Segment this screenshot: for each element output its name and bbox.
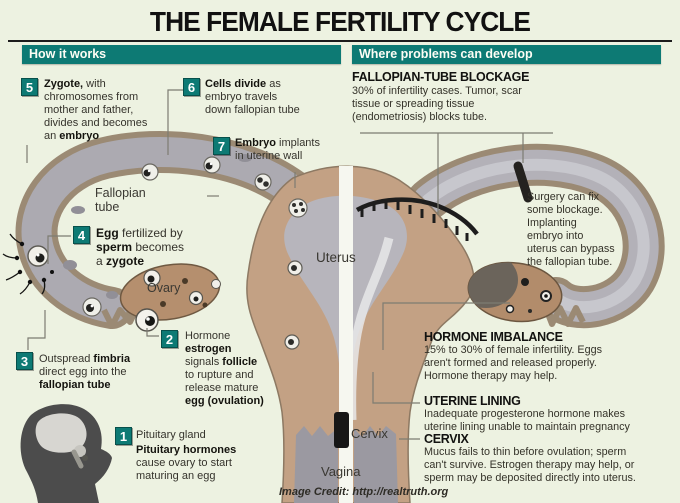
body-cervix: Mucus fails to thin before ovulation; sp… [424, 446, 636, 484]
right-ovary [464, 256, 563, 323]
label-ovary: Ovary [147, 281, 181, 295]
heading-uterine-lining: UTERINE LINING [424, 394, 521, 408]
section-header-where-problems-develop: Where problems can develop [352, 45, 661, 64]
vagina-channel [294, 426, 398, 503]
section-header-how-it-works: How it works [22, 45, 341, 64]
left-ovary [119, 263, 221, 332]
surgery-note: Surgery can fix some blockage. Implantin… [527, 191, 615, 268]
anatomy-illustration [2, 89, 665, 503]
page-title: THE FEMALE FERTILITY CYCLE [149, 6, 531, 37]
heading-hormone-imbalance: HORMONE IMBALANCE [424, 330, 563, 344]
step-1-text: Pituitary hormones cause ovary to start … [136, 444, 237, 482]
step-badge-5: 5 [21, 78, 38, 96]
step-1-label: Pituitary gland [136, 429, 206, 441]
step-badge-2: 2 [161, 330, 178, 348]
cervix-marker [334, 412, 349, 448]
step-4-text: Egg fertilized by sperm becomes a zygote [96, 226, 185, 268]
title-divider-rule [8, 40, 672, 42]
tube-blockage-band [513, 161, 533, 203]
heading-fallopian-tube-blockage: FALLOPIAN-TUBE BLOCKAGE [352, 70, 530, 84]
label-vagina: Vagina [321, 464, 361, 479]
step-6-text: Cells divide as embryo travels down fall… [205, 78, 300, 116]
label-cervix: Cervix [351, 426, 388, 441]
step-badge-4: 4 [73, 226, 90, 244]
step-2-text: Hormone estrogen signals follicle to rup… [185, 330, 264, 407]
heading-cervix: CERVIX [424, 432, 469, 446]
egg-cells [82, 156, 308, 317]
right-fimbria [542, 304, 586, 327]
divider-strip [339, 166, 353, 503]
right-fallopian-tube [407, 143, 665, 329]
step-badge-6: 6 [183, 78, 200, 96]
embryo-implanting [284, 260, 303, 350]
pituitary-gland-dot [82, 455, 88, 461]
egg-and-sperm-cells [2, 233, 54, 295]
step-badge-1: 1 [115, 427, 132, 445]
leader-lines [26, 89, 553, 440]
label-uterus: Uterus [316, 250, 356, 265]
body-fallopian-tube-blockage: 30% of infertility cases. Tumor, scar ti… [352, 85, 522, 123]
step-badge-3: 3 [16, 352, 33, 370]
step-3-text: Outspread fimbria direct egg into the fa… [39, 353, 131, 391]
step-5-text: Zygote, with chromosomes from mother and… [44, 78, 148, 142]
step-7-text: Embryo implants in uterine wall [235, 137, 320, 162]
body-uterine-lining: Inadequate progesterone hormone makes ut… [424, 408, 630, 433]
label-fallopian-tube: Fallopian tube [95, 186, 146, 214]
step-badge-7: 7 [213, 137, 230, 155]
brain-shape [35, 413, 87, 453]
left-fimbria [101, 304, 141, 329]
head-silhouette [20, 404, 112, 503]
body-hormone-imbalance: 15% to 30% of female infertility. Eggs a… [424, 344, 603, 382]
image-credit: Image Credit: http://realtruth.org [279, 486, 449, 498]
